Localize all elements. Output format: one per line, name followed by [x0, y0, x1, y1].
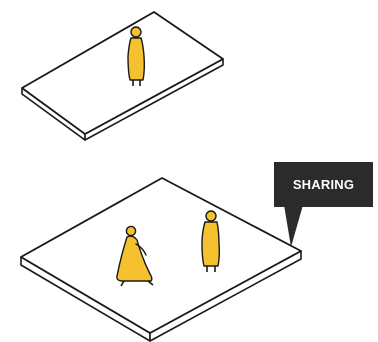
lower-platform-top [21, 178, 301, 333]
lower-platform [21, 178, 301, 341]
sharing-label: SHARING [293, 177, 354, 192]
upper-platform [22, 12, 223, 140]
sharing-callout: SHARING [274, 162, 373, 247]
sharing-callout-pointer [284, 205, 303, 247]
